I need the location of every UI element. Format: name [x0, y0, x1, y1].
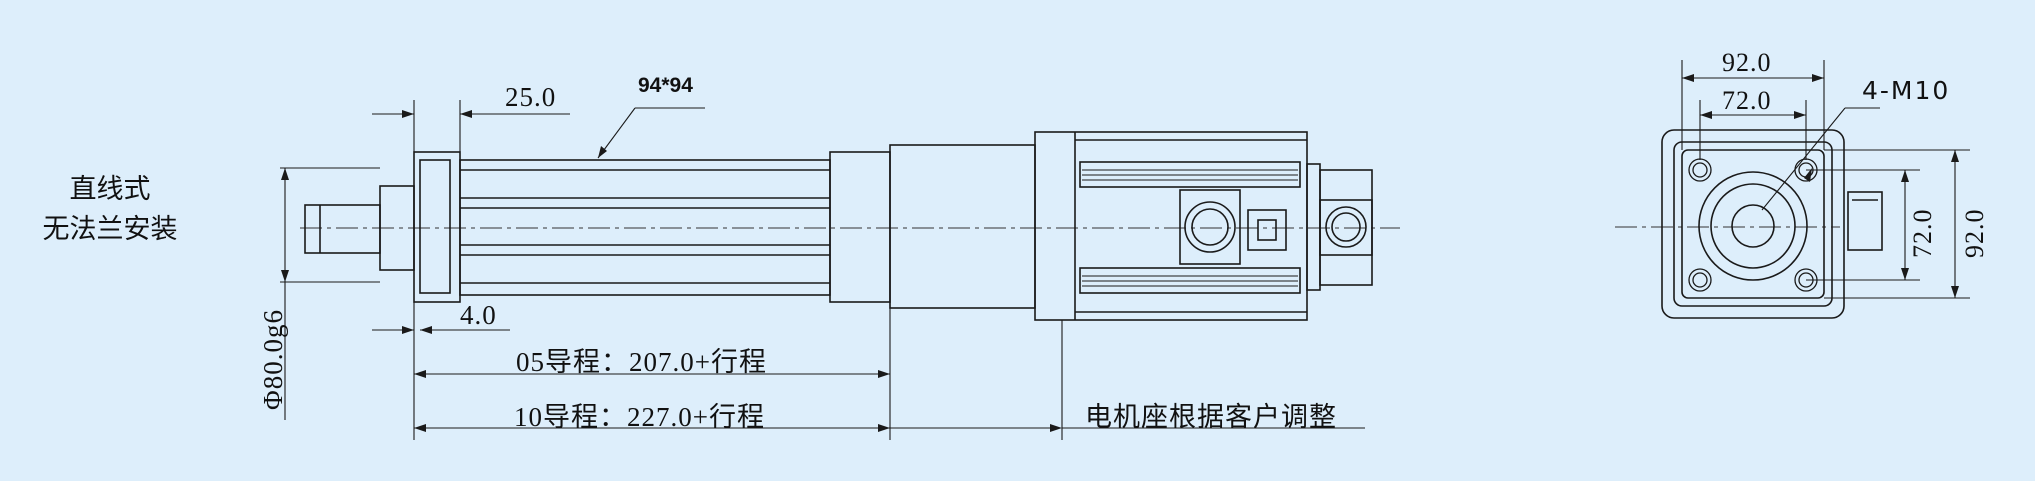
dim-length-10: 10导程：227.0+行程 [514, 402, 765, 432]
end-view-hole-spacing: 72.0 [1722, 86, 1772, 115]
motor-adapter [1306, 163, 1373, 291]
end-view-outer-width: 92.0 [1722, 48, 1772, 77]
rear-cap [829, 151, 891, 303]
end-view-hole-spacing-vertical: 72.0 [1908, 208, 1937, 259]
dim-profile-size: 94*94 [638, 74, 693, 97]
dim-length-05: 05导程：207.0+行程 [516, 347, 767, 377]
tube-profile [459, 159, 831, 296]
end-view-body [1661, 129, 1883, 319]
end-view-dims [1681, 60, 1970, 299]
end-view-arrowheads [1682, 74, 1959, 298]
mount-type-line1: 直线式 [69, 174, 151, 205]
rod-end [304, 204, 381, 254]
mount-type-label: 直线式 无法兰安装 [40, 170, 180, 250]
gear-housing [889, 144, 1036, 309]
front-cap [379, 151, 461, 303]
dim-rod-diameter: Φ80.0g6 [258, 309, 288, 410]
end-view-outer-height: 92.0 [1960, 208, 1989, 259]
end-view-thread-callout: 4-M10 [1862, 76, 1951, 105]
dim-shaft-shoulder: 4.0 [460, 300, 497, 330]
mount-type-line2: 无法兰安装 [42, 214, 178, 245]
dim-flange-width: 25.0 [505, 82, 557, 112]
arrowheads [281, 110, 1062, 432]
dim-lines-left [280, 100, 1365, 440]
dim-motor-mount-note: 电机座根据客户调整 [1085, 402, 1337, 432]
motor-mount [1034, 131, 1308, 321]
